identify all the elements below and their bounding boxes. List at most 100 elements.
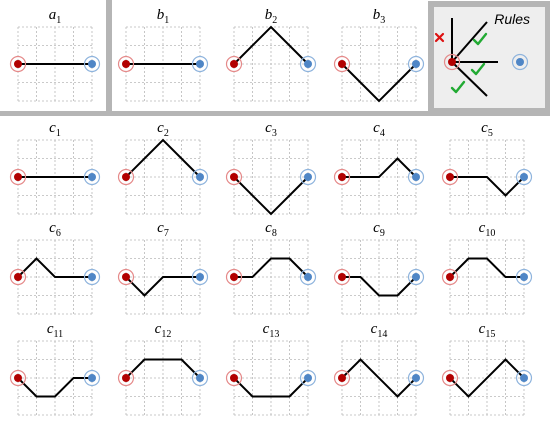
start-node bbox=[122, 273, 130, 281]
end-node-ring bbox=[191, 55, 209, 73]
panel-b1: b1 bbox=[117, 7, 209, 102]
end-node-ring bbox=[191, 369, 209, 387]
rules-panel: Rules bbox=[428, 1, 550, 114]
panel-label: b1 bbox=[157, 7, 170, 26]
start-node bbox=[230, 173, 238, 181]
start-node bbox=[338, 273, 346, 281]
horizontal-divider bbox=[0, 111, 550, 116]
end-node-ring bbox=[511, 53, 529, 71]
end-node bbox=[412, 60, 420, 68]
panel-label: c9 bbox=[373, 220, 385, 239]
start-node bbox=[14, 374, 22, 382]
path-line bbox=[449, 257, 524, 278]
start-node-ring bbox=[333, 55, 351, 73]
start-node-ring bbox=[9, 369, 27, 387]
end-node-ring bbox=[83, 268, 101, 286]
end-node-ring bbox=[407, 55, 425, 73]
path-line bbox=[341, 63, 417, 103]
check-icon bbox=[450, 80, 466, 94]
panel-c3: c3 bbox=[225, 120, 317, 216]
path-line bbox=[342, 276, 417, 297]
end-node bbox=[516, 58, 524, 66]
panel-label: c15 bbox=[479, 321, 496, 340]
rules-diagram bbox=[434, 18, 529, 97]
end-node bbox=[196, 273, 204, 281]
end-node-ring bbox=[83, 369, 101, 387]
end-node-ring bbox=[299, 369, 317, 387]
path-line bbox=[125, 358, 201, 379]
end-node-ring bbox=[407, 369, 425, 387]
grid bbox=[125, 340, 201, 416]
start-node bbox=[230, 374, 238, 382]
path-line bbox=[17, 257, 92, 278]
start-node bbox=[448, 58, 456, 66]
end-node bbox=[520, 374, 528, 382]
end-node bbox=[88, 273, 96, 281]
panel-label: c6 bbox=[49, 220, 61, 239]
end-node bbox=[304, 60, 312, 68]
rules-box bbox=[428, 1, 550, 114]
panel-label: b2 bbox=[265, 7, 278, 26]
panel-c1: c1 bbox=[9, 120, 101, 215]
grid bbox=[125, 139, 201, 215]
panel-label: c11 bbox=[47, 321, 63, 340]
start-node-ring bbox=[441, 168, 459, 186]
start-node-ring bbox=[333, 268, 351, 286]
start-node-ring bbox=[441, 369, 459, 387]
end-node bbox=[196, 374, 204, 382]
top-row-frame bbox=[0, 0, 550, 116]
start-node bbox=[338, 173, 346, 181]
grid bbox=[341, 26, 417, 102]
start-node bbox=[230, 273, 238, 281]
end-node bbox=[412, 273, 420, 281]
start-node bbox=[14, 173, 22, 181]
end-node-ring bbox=[299, 168, 317, 186]
end-node bbox=[88, 374, 96, 382]
panel-label: c1 bbox=[49, 120, 61, 139]
grid bbox=[233, 139, 309, 215]
start-node-ring bbox=[9, 168, 27, 186]
start-node bbox=[446, 374, 454, 382]
start-node bbox=[122, 374, 130, 382]
end-node bbox=[520, 173, 528, 181]
check-icon bbox=[470, 62, 486, 76]
start-node-ring bbox=[441, 268, 459, 286]
path-line bbox=[233, 377, 309, 398]
start-node-ring bbox=[443, 53, 461, 71]
path-line bbox=[233, 25, 309, 65]
grid bbox=[449, 239, 525, 315]
panel-b2: b2 bbox=[225, 7, 317, 102]
panel-label: c10 bbox=[479, 220, 496, 239]
end-node-ring bbox=[299, 268, 317, 286]
panel-label: c3 bbox=[265, 120, 277, 139]
panel-c2: c2 bbox=[117, 120, 209, 215]
panel-label: c12 bbox=[155, 321, 172, 340]
end-node-ring bbox=[83, 168, 101, 186]
rules-title: Rules bbox=[494, 11, 530, 27]
start-node bbox=[122, 60, 130, 68]
panel-label: a1 bbox=[49, 7, 62, 26]
start-node bbox=[446, 273, 454, 281]
panel-c11: c11 bbox=[9, 321, 101, 416]
panel-label: c8 bbox=[265, 220, 277, 239]
path-line bbox=[233, 176, 309, 216]
vertical-divider bbox=[106, 0, 112, 112]
grid bbox=[233, 26, 309, 102]
panel-c13: c13 bbox=[225, 321, 317, 416]
path-line bbox=[449, 358, 525, 398]
end-node bbox=[304, 173, 312, 181]
end-node bbox=[88, 60, 96, 68]
panel-c4: c4 bbox=[333, 120, 425, 215]
start-node bbox=[338, 60, 346, 68]
end-node-ring bbox=[191, 268, 209, 286]
panel-c7: c7 bbox=[117, 220, 209, 315]
start-node bbox=[446, 173, 454, 181]
end-node-ring bbox=[407, 168, 425, 186]
start-node-ring bbox=[117, 55, 135, 73]
start-node-ring bbox=[117, 369, 135, 387]
path-line bbox=[125, 276, 200, 297]
end-node bbox=[88, 173, 96, 181]
panel-c5: c5 bbox=[441, 120, 533, 215]
